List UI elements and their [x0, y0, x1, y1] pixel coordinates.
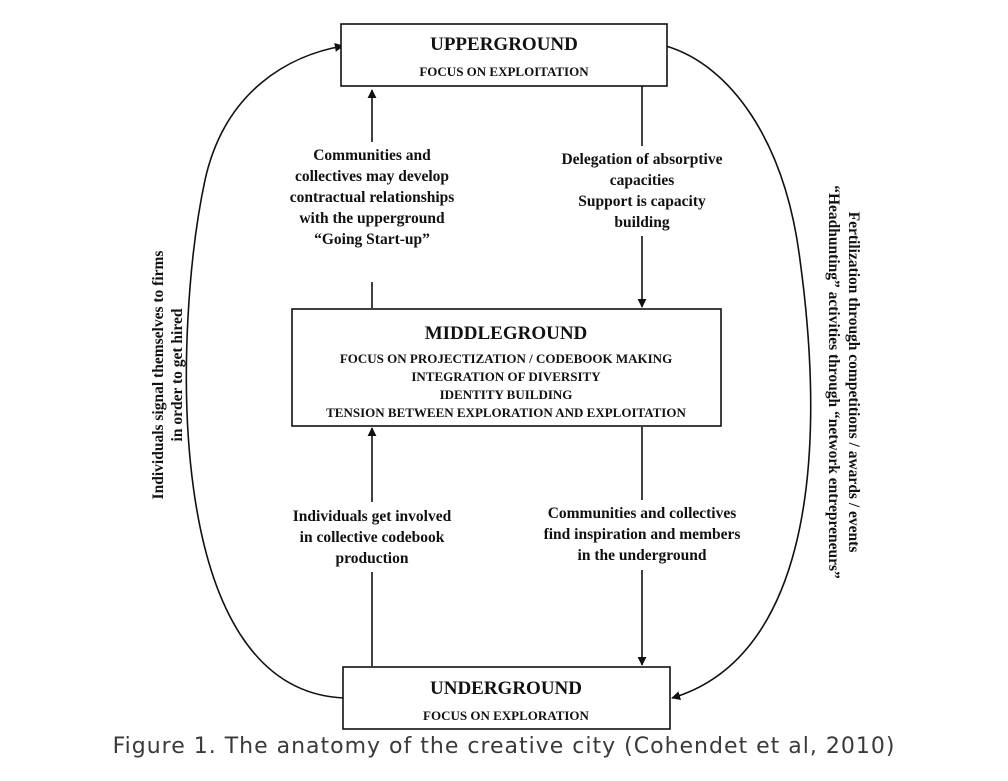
label-line: Delegation of absorptive — [561, 151, 722, 168]
label-middle-to-under: Communities and collectives find inspira… — [544, 505, 741, 564]
label-line: with the upperground — [299, 210, 445, 227]
middleground-line-4: TENSION BETWEEN EXPLORATION AND EXPLOITA… — [326, 405, 686, 420]
label-line: in collective codebook — [300, 529, 445, 546]
underground-box: UNDERGROUND FOCUS ON EXPLORATION — [342, 666, 671, 730]
label-left-loop: Individuals signal themselves to firms i… — [150, 251, 186, 500]
label-line: Individuals signal themselves to firms — [150, 251, 167, 500]
middleground-title: MIDDLEGROUND — [425, 323, 588, 344]
label-middle-to-upper: Communities and collectives may develop … — [290, 147, 455, 248]
label-line: “Headhunting” activities through “networ… — [825, 185, 842, 579]
label-line: Fertilization through competitions / awa… — [845, 212, 862, 553]
right-loop-arrow — [665, 45, 812, 700]
label-line: Communities and — [313, 147, 431, 164]
label-line: contractual relationships — [290, 189, 455, 206]
label-line: in order to get hired — [169, 308, 186, 441]
middleground-line-1: FOCUS ON PROJECTIZATION / CODEBOOK MAKIN… — [340, 351, 672, 366]
upperground-subtitle: FOCUS ON EXPLOITATION — [419, 64, 589, 79]
label-line: find inspiration and members — [544, 526, 741, 543]
underground-subtitle: FOCUS ON EXPLORATION — [423, 708, 589, 723]
label-line: Communities and collectives — [548, 505, 737, 522]
label-line: in the underground — [578, 547, 707, 564]
label-line: production — [336, 550, 409, 567]
label-line: capacities — [610, 172, 675, 189]
upperground-title: UPPERGROUND — [430, 34, 578, 55]
underground-title: UNDERGROUND — [430, 678, 582, 699]
figure-caption: Figure 1. The anatomy of the creative ci… — [112, 734, 896, 759]
middleground-box: MIDDLEGROUND FOCUS ON PROJECTIZATION / C… — [291, 308, 722, 427]
label-line: building — [614, 214, 669, 231]
label-line: Support is capacity — [578, 193, 706, 210]
middleground-line-3: IDENTITY BUILDING — [440, 387, 573, 402]
label-upper-to-middle: Delegation of absorptive capacities Supp… — [561, 151, 722, 231]
label-line: Individuals get involved — [293, 508, 452, 525]
label-right-loop: Fertilization through competitions / awa… — [825, 185, 862, 579]
upperground-box: UPPERGROUND FOCUS ON EXPLOITATION — [340, 23, 668, 87]
middleground-line-2: INTEGRATION OF DIVERSITY — [411, 369, 601, 384]
label-under-to-middle: Individuals get involved in collective c… — [293, 508, 452, 567]
label-line: collectives may develop — [295, 168, 449, 185]
label-line: “Going Start-up” — [314, 231, 430, 248]
left-loop-arrow — [185, 42, 345, 699]
